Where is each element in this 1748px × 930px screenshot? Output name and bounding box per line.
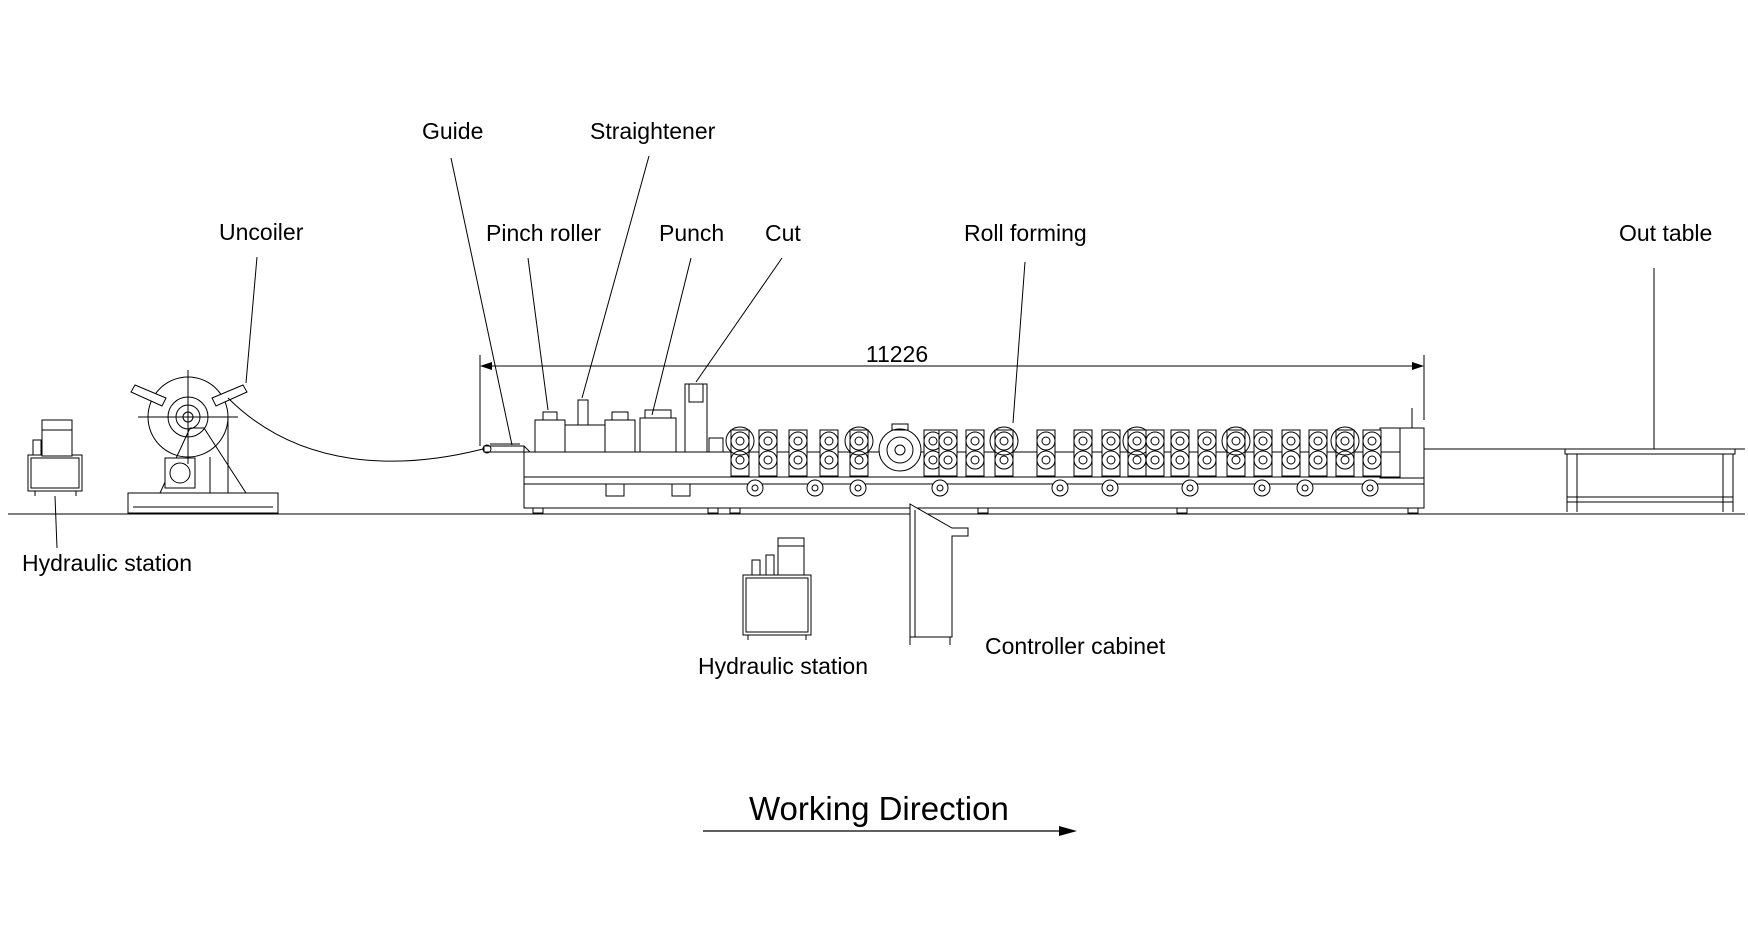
shaft-disc [1101, 479, 1119, 497]
roller-station [965, 429, 985, 477]
label-punch: Punch [659, 220, 724, 246]
roller-station [989, 426, 1019, 477]
roller-station [788, 429, 808, 477]
label-controller-cabinet: Controller cabinet [985, 633, 1166, 659]
roller-station [1101, 429, 1121, 477]
roller-station [1330, 426, 1360, 477]
steel-strip [227, 397, 484, 462]
controller-cabinet [909, 503, 969, 645]
shaft-disc [1181, 479, 1199, 497]
roller-station [1197, 429, 1217, 477]
roller-station [1145, 429, 1165, 477]
roller-station [1036, 429, 1056, 477]
shaft-disc [1361, 479, 1379, 497]
roller-station [1073, 429, 1093, 477]
roller-station [1122, 426, 1152, 477]
label-hydraulic-station-left: Hydraulic station [22, 550, 192, 576]
shaft-disc [849, 479, 867, 497]
uncoiler [127, 256, 279, 514]
shaft-disc [806, 479, 824, 497]
hydraulic-station-left [27, 419, 83, 549]
main-machine [482, 383, 1745, 514]
roller-station [1362, 429, 1382, 477]
label-roll-forming: Roll forming [964, 220, 1087, 246]
roller-station [1170, 429, 1190, 477]
roller-station [758, 429, 778, 477]
label-straightener: Straightener [590, 118, 716, 144]
shaft-disc [746, 479, 764, 497]
roller-station [938, 429, 958, 477]
shaft-disc [931, 479, 949, 497]
label-cut: Cut [765, 220, 801, 246]
roll-forming-stations [725, 426, 1382, 477]
shaft-disc [1296, 479, 1314, 497]
roller-station [1221, 426, 1251, 477]
roller-station [844, 426, 874, 477]
roller-station [1281, 429, 1301, 477]
drive-shaft-discs [746, 479, 1379, 497]
label-guide: Guide [422, 118, 483, 144]
shaft-disc [1253, 479, 1271, 497]
roller-station [725, 426, 755, 477]
working-direction-arrow [703, 826, 1077, 836]
roller-station [923, 429, 943, 477]
label-pinch-roller: Pinch roller [486, 220, 601, 246]
roller-station [1253, 429, 1273, 477]
label-uncoiler: Uncoiler [219, 219, 304, 245]
label-hydraulic-station-center: Hydraulic station [698, 653, 868, 679]
roller-station [1308, 429, 1328, 477]
hydraulic-station-center [742, 537, 812, 640]
leader-lines [450, 155, 1026, 446]
shaft-disc [1051, 479, 1069, 497]
out-table [1564, 268, 1736, 512]
roller-station [819, 429, 839, 477]
overall-length-dimension: 11226 [479, 341, 1425, 446]
dimension-value: 11226 [866, 341, 928, 367]
label-working-direction: Working Direction [749, 790, 1009, 827]
label-out-table: Out table [1619, 220, 1712, 246]
